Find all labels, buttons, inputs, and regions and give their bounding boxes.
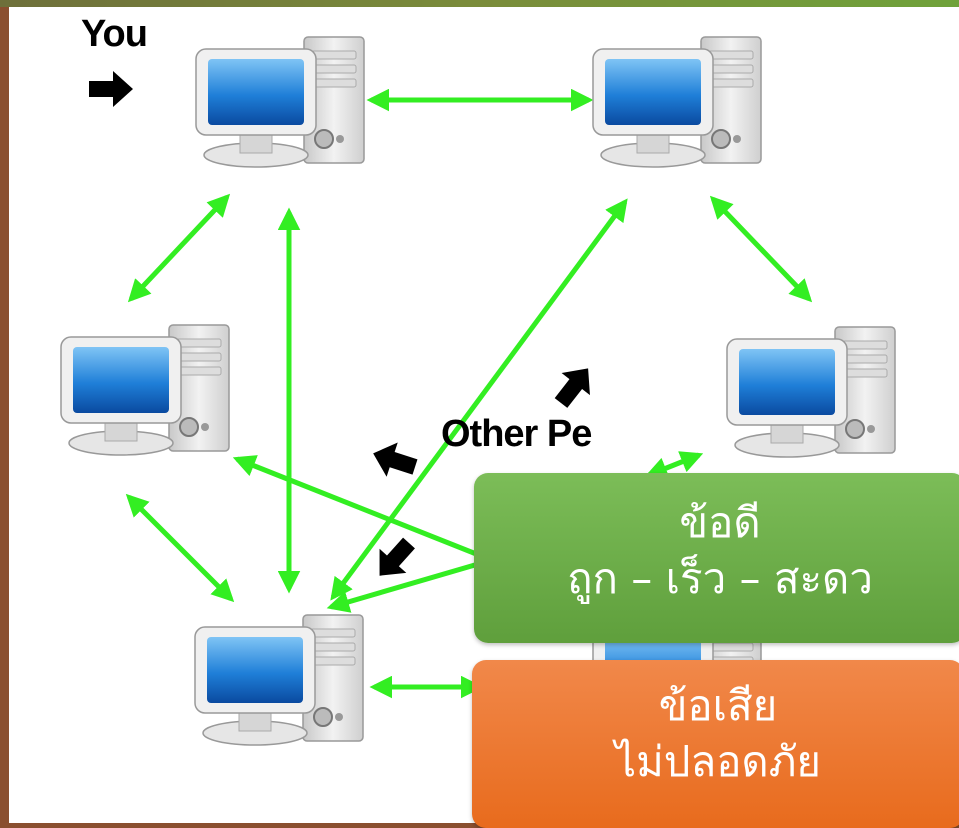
you-label: You	[81, 13, 148, 55]
pros-title: ข้อดี	[679, 498, 761, 547]
link-topright-right	[709, 195, 813, 303]
cons-title: ข้อเสีย	[658, 681, 778, 730]
p2p-network-diagram	[60, 36, 896, 746]
cons-card: ข้อเสีย ไม่ปลอดภัย	[472, 660, 959, 828]
link-peer-right	[644, 451, 704, 479]
left-accent-bar	[0, 7, 9, 823]
other-peers-label: Other Pe	[441, 413, 592, 455]
connection-arrows	[125, 88, 813, 699]
top-accent-bar	[0, 0, 959, 7]
pros-text: ถูก – เร็ว – สะดว	[567, 554, 873, 603]
link-left-bottom	[125, 493, 235, 603]
cons-text: ไม่ปลอดภัย	[614, 737, 821, 786]
link-left-peer	[232, 455, 514, 571]
link-you-left	[127, 193, 231, 303]
pros-card: ข้อดี ถูก – เร็ว – สะดว	[474, 473, 959, 643]
